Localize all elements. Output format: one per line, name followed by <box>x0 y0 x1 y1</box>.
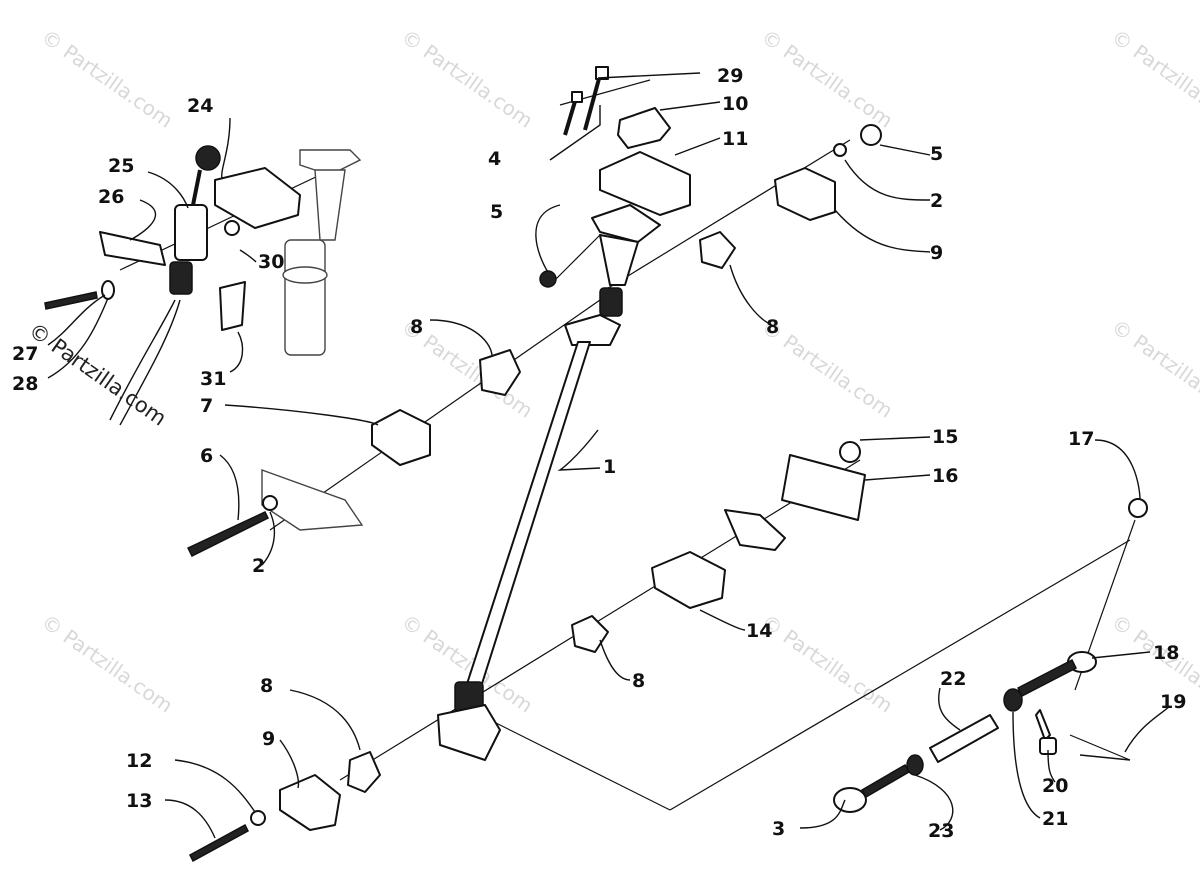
callout-2: 2 <box>252 555 265 577</box>
callout-3: 3 <box>772 818 785 840</box>
callout-29: 29 <box>717 65 743 87</box>
steering-post-assembly <box>437 66 882 761</box>
callout-10: 10 <box>722 93 748 115</box>
callout-2: 2 <box>930 190 943 212</box>
lower-left-bearing-group <box>189 751 381 863</box>
right-upper-bearing-group <box>699 143 847 269</box>
callout-14: 14 <box>746 620 772 642</box>
callout-11: 11 <box>722 128 748 150</box>
callout-8: 8 <box>410 316 423 338</box>
callout-23: 23 <box>928 820 954 842</box>
callout-16: 16 <box>932 465 958 487</box>
callout-27: 27 <box>12 343 38 365</box>
callout-31: 31 <box>200 368 226 390</box>
watermark: © Partzilla.com <box>757 609 897 717</box>
callout-13: 13 <box>126 790 152 812</box>
callout-12: 12 <box>126 750 152 772</box>
watermark: © Partzilla.com <box>1107 24 1200 132</box>
callouts: 1 2 2 3 4 5 5 6 7 8 8 8 8 9 9 10 11 12 1… <box>12 65 1186 842</box>
callout-8: 8 <box>632 670 645 692</box>
callout-19: 19 <box>1160 691 1186 713</box>
callout-15: 15 <box>932 426 958 448</box>
callout-17: 17 <box>1068 428 1094 450</box>
watermark: © Partzilla.com <box>37 609 177 717</box>
callout-21: 21 <box>1042 808 1068 830</box>
callout-24: 24 <box>187 95 213 117</box>
left-bearing-group <box>186 349 521 558</box>
watermark: © Partzilla.com <box>37 24 177 132</box>
callout-9: 9 <box>262 728 275 750</box>
callout-7: 7 <box>200 395 213 417</box>
brake-lever-assembly <box>44 145 362 426</box>
tie-rod-assembly <box>833 498 1148 813</box>
callout-26: 26 <box>98 186 124 208</box>
callout-18: 18 <box>1153 642 1179 664</box>
callout-5: 5 <box>490 201 503 223</box>
callout-22: 22 <box>940 668 966 690</box>
leader-lines <box>47 72 1171 839</box>
callout-5: 5 <box>930 143 943 165</box>
callout-28: 28 <box>12 373 38 395</box>
callout-30: 30 <box>258 251 284 273</box>
right-lower-bearing-group <box>571 441 866 653</box>
assembly-axes <box>119 79 1136 811</box>
callout-4: 4 <box>488 148 501 170</box>
callout-8: 8 <box>260 675 273 697</box>
callout-6: 6 <box>200 445 213 467</box>
callout-8: 8 <box>766 316 779 338</box>
watermark: © Partzilla.com <box>757 24 897 132</box>
callout-9: 9 <box>930 242 943 264</box>
callout-1: 1 <box>603 456 616 478</box>
watermark: © Partzilla.com <box>397 24 537 132</box>
callout-20: 20 <box>1042 775 1068 797</box>
callout-25: 25 <box>108 155 134 177</box>
watermark: © Partzilla.com <box>1107 314 1200 422</box>
